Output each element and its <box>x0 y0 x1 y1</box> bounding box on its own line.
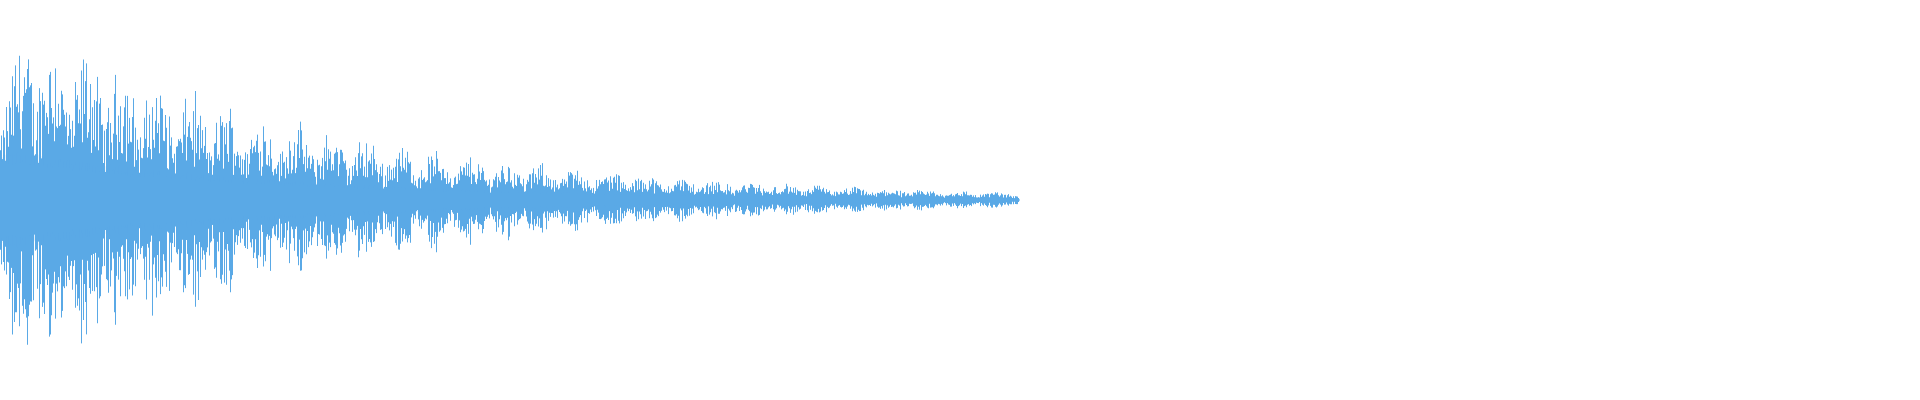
audio-waveform <box>0 55 1020 345</box>
waveform-container <box>0 55 1020 345</box>
